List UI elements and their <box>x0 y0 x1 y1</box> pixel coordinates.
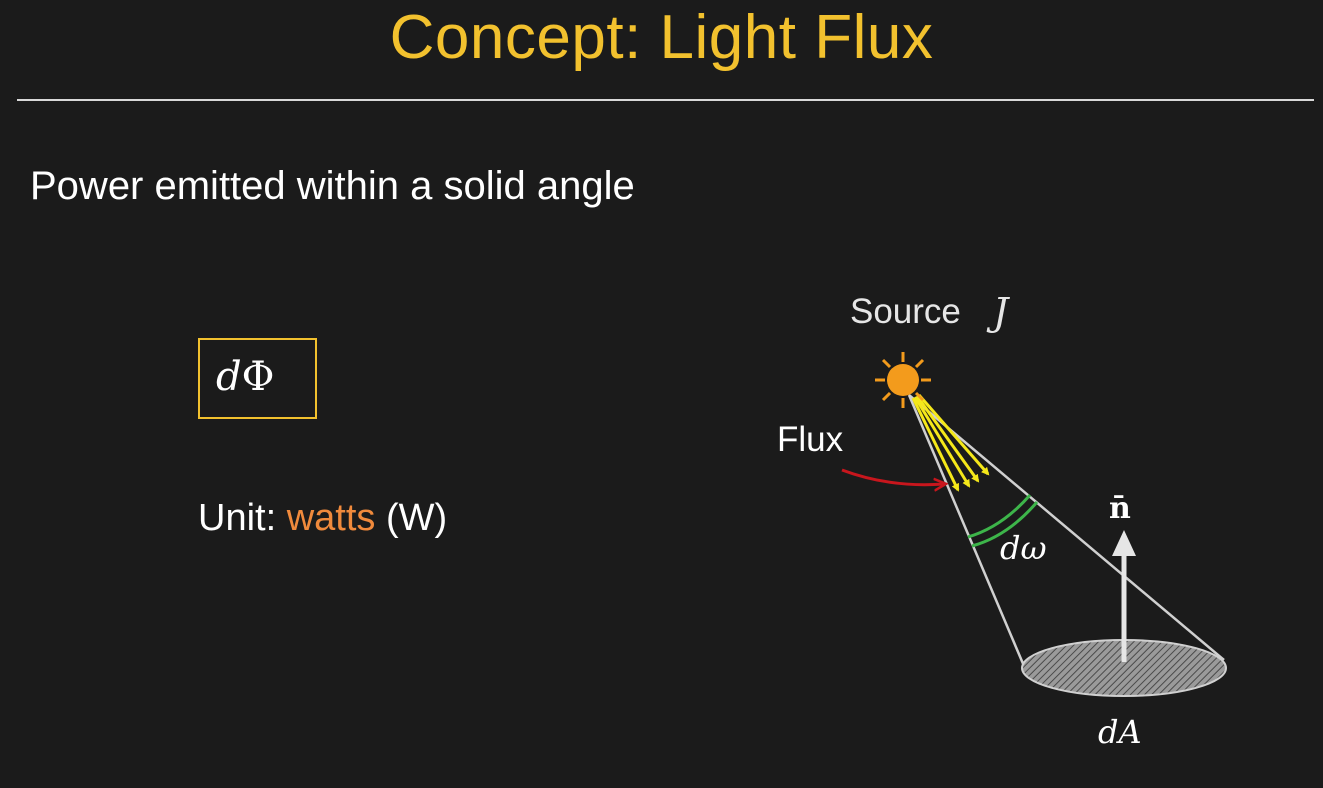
source-label: Source <box>850 292 961 331</box>
sun-icon <box>875 352 931 408</box>
slide-subtitle: Power emitted within a solid angle <box>30 164 635 208</box>
flux-formula: dΦ <box>216 354 274 400</box>
normal-arrow-icon <box>1112 530 1136 662</box>
slide-title: Concept: Light Flux <box>389 3 934 72</box>
cone-lines <box>907 394 1225 667</box>
area-label: dA <box>1098 713 1142 751</box>
unit-line: Unit: watts (W) <box>198 497 447 540</box>
solid-angle-label: dω <box>1000 529 1047 567</box>
formula-box: dΦ <box>198 338 317 419</box>
flux-pointer-arrow <box>841 468 944 485</box>
formula-phi: Φ <box>241 354 275 400</box>
unit-highlight: watts <box>286 497 376 539</box>
formula-d: d <box>216 354 242 400</box>
flux-label: Flux <box>777 420 844 459</box>
normal-label: n̄ <box>1109 491 1131 526</box>
source-symbol: J <box>986 290 1010 334</box>
solid-angle-arc <box>967 494 1039 548</box>
unit-suffix: (W) <box>375 497 448 539</box>
flux-rays <box>911 394 990 492</box>
unit-prefix: Unit: <box>198 497 287 539</box>
title-divider <box>17 99 1314 101</box>
